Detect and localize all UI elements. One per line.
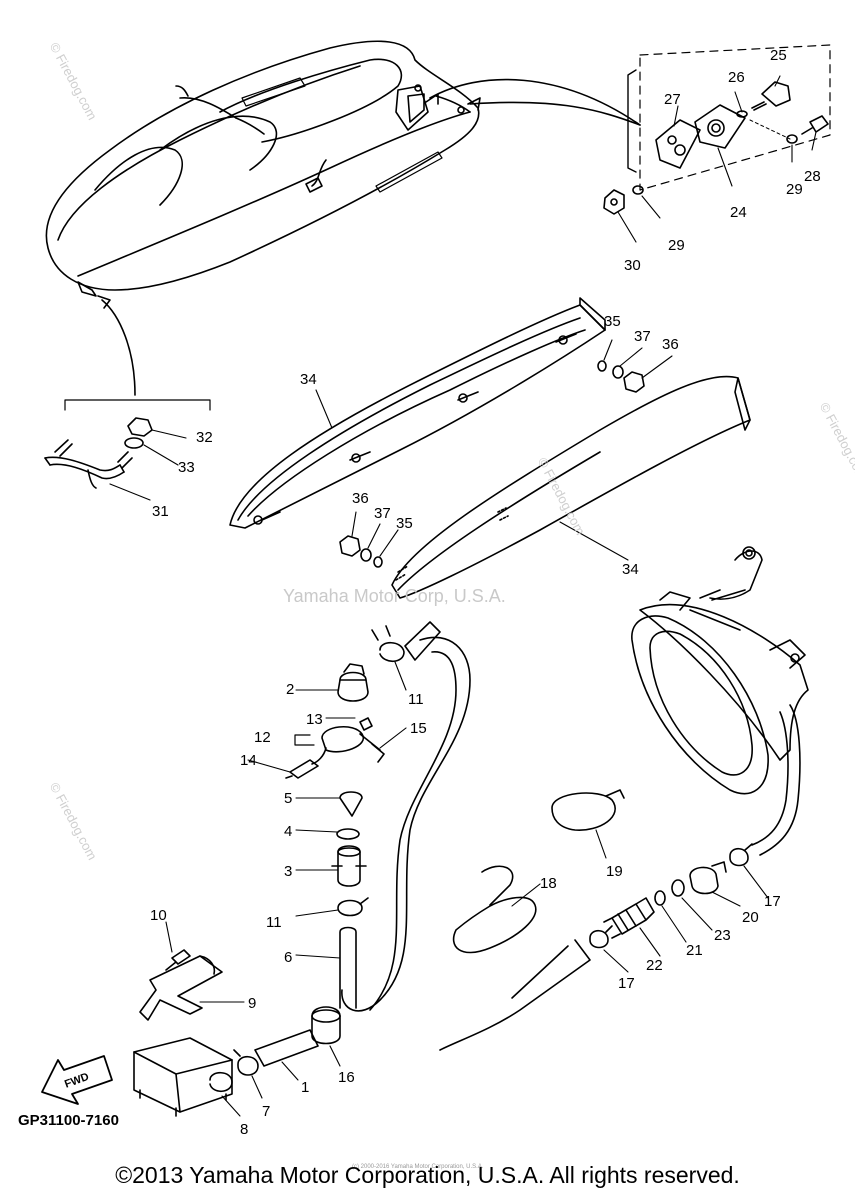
cover-detail-group <box>603 44 831 215</box>
copyright-footer: ©2013 Yamaha Motor Corporation, U.S.A. A… <box>115 1162 740 1188</box>
fitting-3 <box>337 845 361 887</box>
callout-7: 7 <box>262 1103 270 1120</box>
callout-36: 36 <box>662 336 679 353</box>
callout-18: 18 <box>540 875 557 892</box>
callout-34: 34 <box>300 371 317 388</box>
hose-end-top <box>404 621 441 661</box>
callout-22: 22 <box>646 957 663 974</box>
callout-20: 20 <box>742 909 759 926</box>
o-ring-4 <box>336 828 360 840</box>
washer-35-upper <box>597 360 607 372</box>
strainer-15 <box>321 726 365 753</box>
callout-8: 8 <box>240 1121 248 1138</box>
callout-34: 34 <box>622 561 639 578</box>
callout-29: 29 <box>786 181 803 198</box>
strap-18 <box>452 896 537 954</box>
clamp-11-top <box>371 625 405 663</box>
callout-33: 33 <box>178 459 195 476</box>
callout-4: 4 <box>284 823 292 840</box>
band-19 <box>551 792 616 831</box>
jet-pump-housing <box>631 546 809 795</box>
nut-36-lower <box>339 535 361 557</box>
clamp-17-right <box>729 843 753 867</box>
fwd-label: FWD <box>63 1071 91 1091</box>
callout-32: 32 <box>196 429 213 446</box>
callout-5: 5 <box>284 790 292 807</box>
fitting-20 <box>689 861 727 895</box>
clamp-17-left <box>589 925 613 949</box>
arrow-to-bracket <box>101 299 136 396</box>
callout-13: 13 <box>306 711 323 728</box>
callout-24: 24 <box>730 204 747 221</box>
washer-23 <box>671 879 685 897</box>
callout-30: 30 <box>624 257 641 274</box>
callout-17: 17 <box>764 893 781 910</box>
arrow-to-cover <box>429 78 641 126</box>
box-8 <box>133 1037 233 1113</box>
callout-1: 1 <box>301 1079 309 1096</box>
callout-3: 3 <box>284 863 292 880</box>
sponson-upper <box>229 297 606 529</box>
clamp-11-lower <box>337 897 369 917</box>
callout-6: 6 <box>284 949 292 966</box>
callout-31: 31 <box>152 503 169 520</box>
fwd-arrow <box>41 1055 113 1105</box>
callout-27: 27 <box>664 91 681 108</box>
callout-37: 37 <box>374 505 391 522</box>
center-watermark: Yamaha Motor Corp, U.S.A. <box>283 586 506 606</box>
tiny-notice: (c) 2000-2016 Yamaha Motor Corporation, … <box>352 1164 484 1170</box>
callout-16: 16 <box>338 1069 355 1086</box>
hose-lower-right <box>439 939 591 1051</box>
clamp-7 <box>233 1049 259 1076</box>
screw-10 <box>165 949 191 971</box>
cap-2 <box>337 679 369 702</box>
pipe-1 <box>254 1029 319 1067</box>
nut-36-upper <box>623 371 645 393</box>
nipple-14 <box>285 759 319 779</box>
washer-35-lower <box>373 556 383 568</box>
callout-17: 17 <box>618 975 635 992</box>
callout-35: 35 <box>604 313 621 330</box>
callout-23: 23 <box>714 927 731 944</box>
callout-37: 37 <box>634 328 651 345</box>
callout-25: 25 <box>770 47 787 64</box>
callout-28: 28 <box>804 168 821 185</box>
callout-15: 15 <box>410 720 427 737</box>
callout-10: 10 <box>150 907 167 924</box>
callout-26: 26 <box>728 69 745 86</box>
cone-5 <box>339 791 363 817</box>
washer-37-upper <box>612 365 624 379</box>
callout-11: 11 <box>266 914 282 931</box>
fitting-22 <box>603 897 655 939</box>
washer-21 <box>654 890 666 906</box>
callout-21: 21 <box>686 942 703 959</box>
hose-pump <box>759 704 801 856</box>
callout-19: 19 <box>606 863 623 880</box>
callout-11: 11 <box>408 691 424 708</box>
washer-37-lower <box>360 548 372 562</box>
bracket-9 <box>139 955 223 1021</box>
callout-labels: 1234567891011111213141516171718192021222… <box>150 47 821 1138</box>
callout-36: 36 <box>352 490 369 507</box>
callout-9: 9 <box>248 995 256 1012</box>
callout-2: 2 <box>286 681 294 698</box>
part-number: GP31100-7160 <box>18 1112 119 1129</box>
sponson-lower <box>391 375 751 599</box>
callout-35: 35 <box>396 515 413 532</box>
callout-14: 14 <box>240 752 257 769</box>
callout-29: 29 <box>668 237 685 254</box>
hose-main <box>341 636 471 1012</box>
pipe-6 <box>339 926 357 1009</box>
callout-12: 12 <box>254 729 271 746</box>
watercraft-hull <box>45 40 480 297</box>
